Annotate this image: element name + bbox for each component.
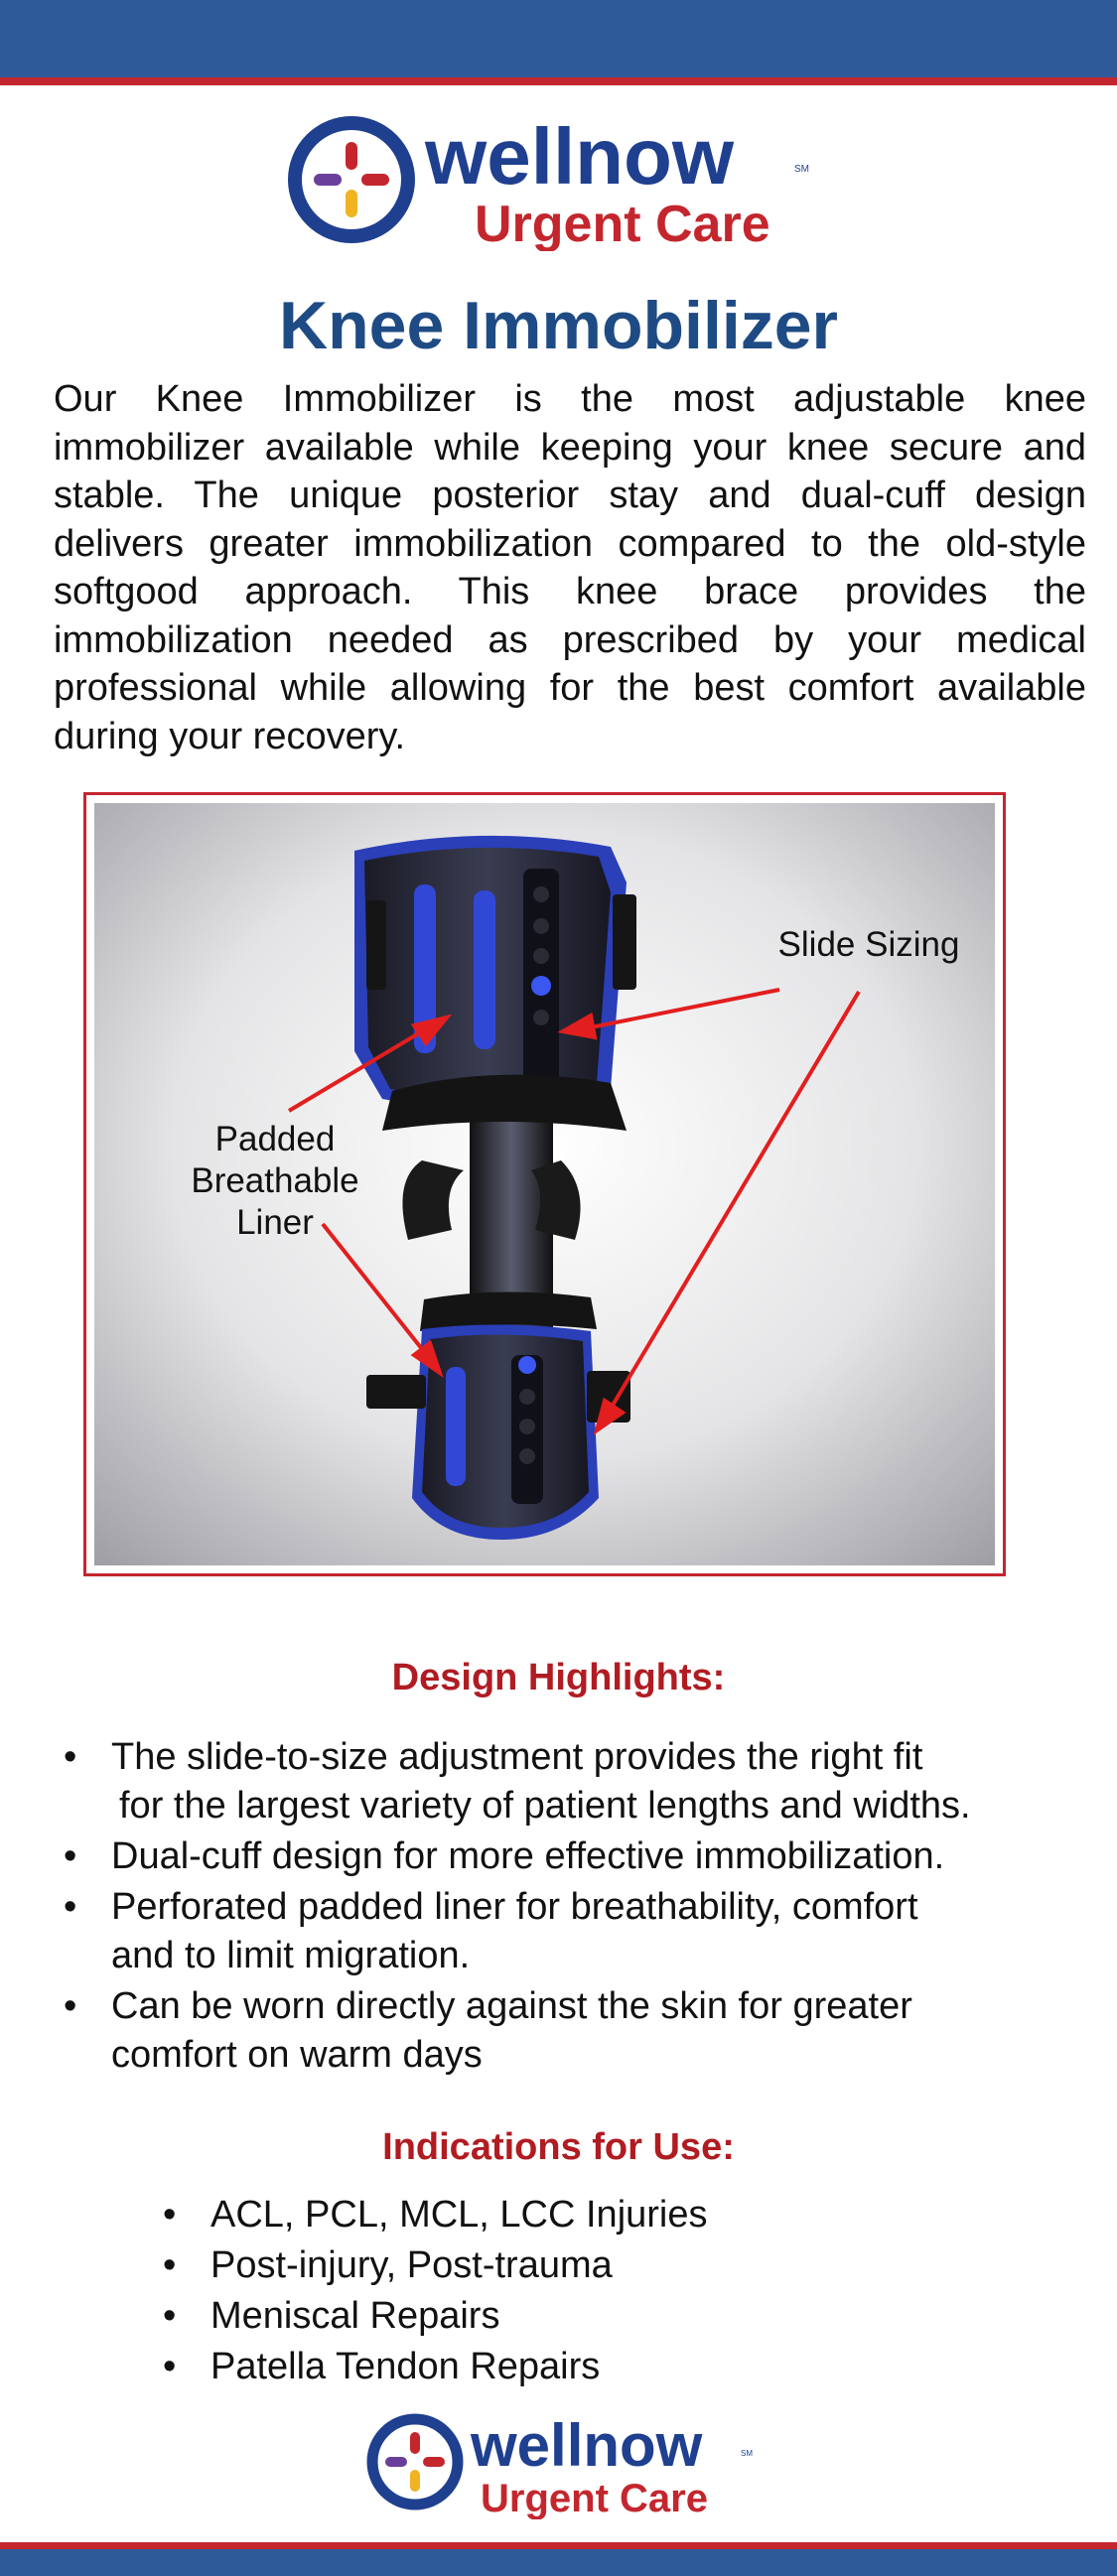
list-item-text: Perforated padded liner for breathabilit… (111, 1886, 918, 1928)
logo-service-mark: SM (741, 2449, 753, 2458)
knee-brace-photo: Slide Sizing Padded Breathable Liner (94, 803, 995, 1565)
callout-slide-sizing: Slide Sizing (778, 925, 960, 964)
callout-padded-line1: Padded (215, 1120, 336, 1158)
logo-wordmark: wellnow (424, 112, 735, 201)
logo-tagline: Urgent Care (475, 196, 770, 251)
footer-band (0, 2549, 1117, 2576)
footer-accent-line (0, 2542, 1117, 2549)
list-item: Can be worn directly against the skin fo… (56, 1982, 1098, 2080)
list-item-text: and to limit migration. (111, 1935, 471, 1976)
callout-arrows (287, 988, 861, 1435)
indications-list: ACL, PCL, MCL, LCC Injuries Post-injury,… (159, 2190, 953, 2392)
design-highlights-list: The slide-to-size adjustment provides th… (56, 1733, 1098, 2082)
callout-padded-line3: Liner (236, 1203, 314, 1242)
list-item: Patella Tendon Repairs (159, 2342, 953, 2392)
list-item-text: Dual-cuff design for more effective immo… (111, 1835, 945, 1877)
list-item: The slide-to-size adjustment provides th… (56, 1733, 1098, 1830)
list-item: ACL, PCL, MCL, LCC Injuries (159, 2190, 953, 2240)
logo-service-mark: SM (794, 164, 809, 175)
header-accent-line (0, 77, 1117, 85)
logo-tagline: Urgent Care (481, 2477, 708, 2519)
list-item: Meniscal Repairs (159, 2291, 953, 2342)
wellnow-cross-logo-icon (288, 116, 415, 243)
wellnow-cross-logo-icon (366, 2413, 464, 2510)
indications-heading: Indications for Use: (382, 2126, 735, 2168)
product-photo-frame: Slide Sizing Padded Breathable Liner (83, 792, 1006, 1576)
list-item-text: The slide-to-size adjustment provides th… (111, 1736, 923, 1778)
list-item-text: comfort on warm days (111, 2034, 483, 2076)
header-band (0, 0, 1117, 77)
list-item-text: Can be worn directly against the skin fo… (111, 1985, 912, 2027)
design-highlights-heading: Design Highlights: (391, 1657, 726, 1698)
list-item-text: for the largest variety of patient lengt… (119, 1785, 971, 1827)
list-item: Post-injury, Post-trauma (159, 2240, 953, 2291)
wellnow-logo-footer: wellnow SM Urgent Care (366, 2412, 753, 2519)
wellnow-logo: wellnow SM Urgent Care (288, 112, 809, 251)
logo-wordmark: wellnow (470, 2412, 703, 2479)
callout-padded-line2: Breathable (191, 1161, 358, 1200)
intro-paragraph: Our Knee Immobilizer is the most adjusta… (54, 378, 1086, 757)
list-item: Perforated padded liner for breathabilit… (56, 1883, 1098, 1980)
page-title: Knee Immobilizer (278, 288, 839, 363)
list-item: Dual-cuff design for more effective immo… (56, 1832, 1098, 1881)
